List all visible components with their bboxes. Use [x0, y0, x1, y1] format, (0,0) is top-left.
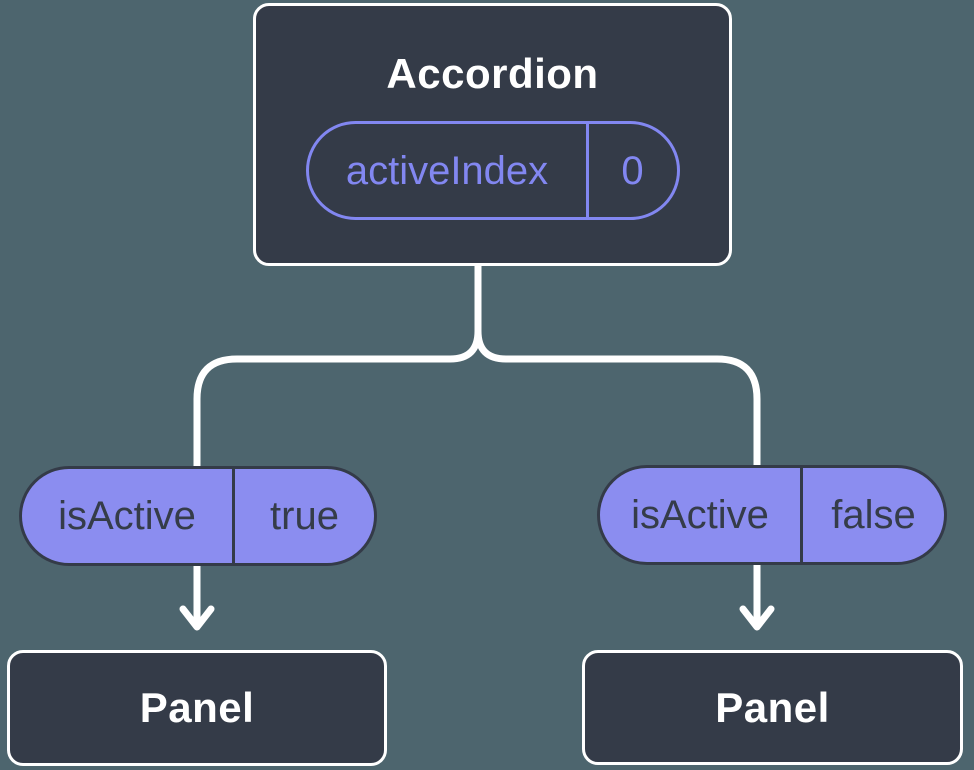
state-value: 0: [585, 124, 677, 217]
connector-left-branch: [193, 262, 482, 626]
panel-title: Panel: [139, 684, 255, 731]
panel-node-left: Panel: [7, 650, 387, 766]
prop-pill-left: isActive true: [19, 466, 377, 566]
panel-node-right: Panel: [582, 650, 963, 765]
prop-name: isActive: [631, 493, 769, 537]
prop-name: isActive: [58, 494, 196, 538]
accordion-title: Accordion: [386, 50, 599, 97]
state-name: activeIndex: [345, 148, 549, 193]
accordion-node: Accordion activeIndex 0: [253, 3, 732, 266]
prop-value: false: [800, 468, 944, 562]
arrow-down-right-icon: [739, 605, 775, 631]
prop-value: true: [232, 469, 374, 563]
panel-title: Panel: [715, 683, 830, 731]
connector-right-branch: [474, 327, 761, 626]
prop-pill-right: isActive false: [597, 465, 947, 565]
arrow-down-left-icon: [179, 605, 215, 631]
state-pill: activeIndex 0: [305, 121, 680, 220]
